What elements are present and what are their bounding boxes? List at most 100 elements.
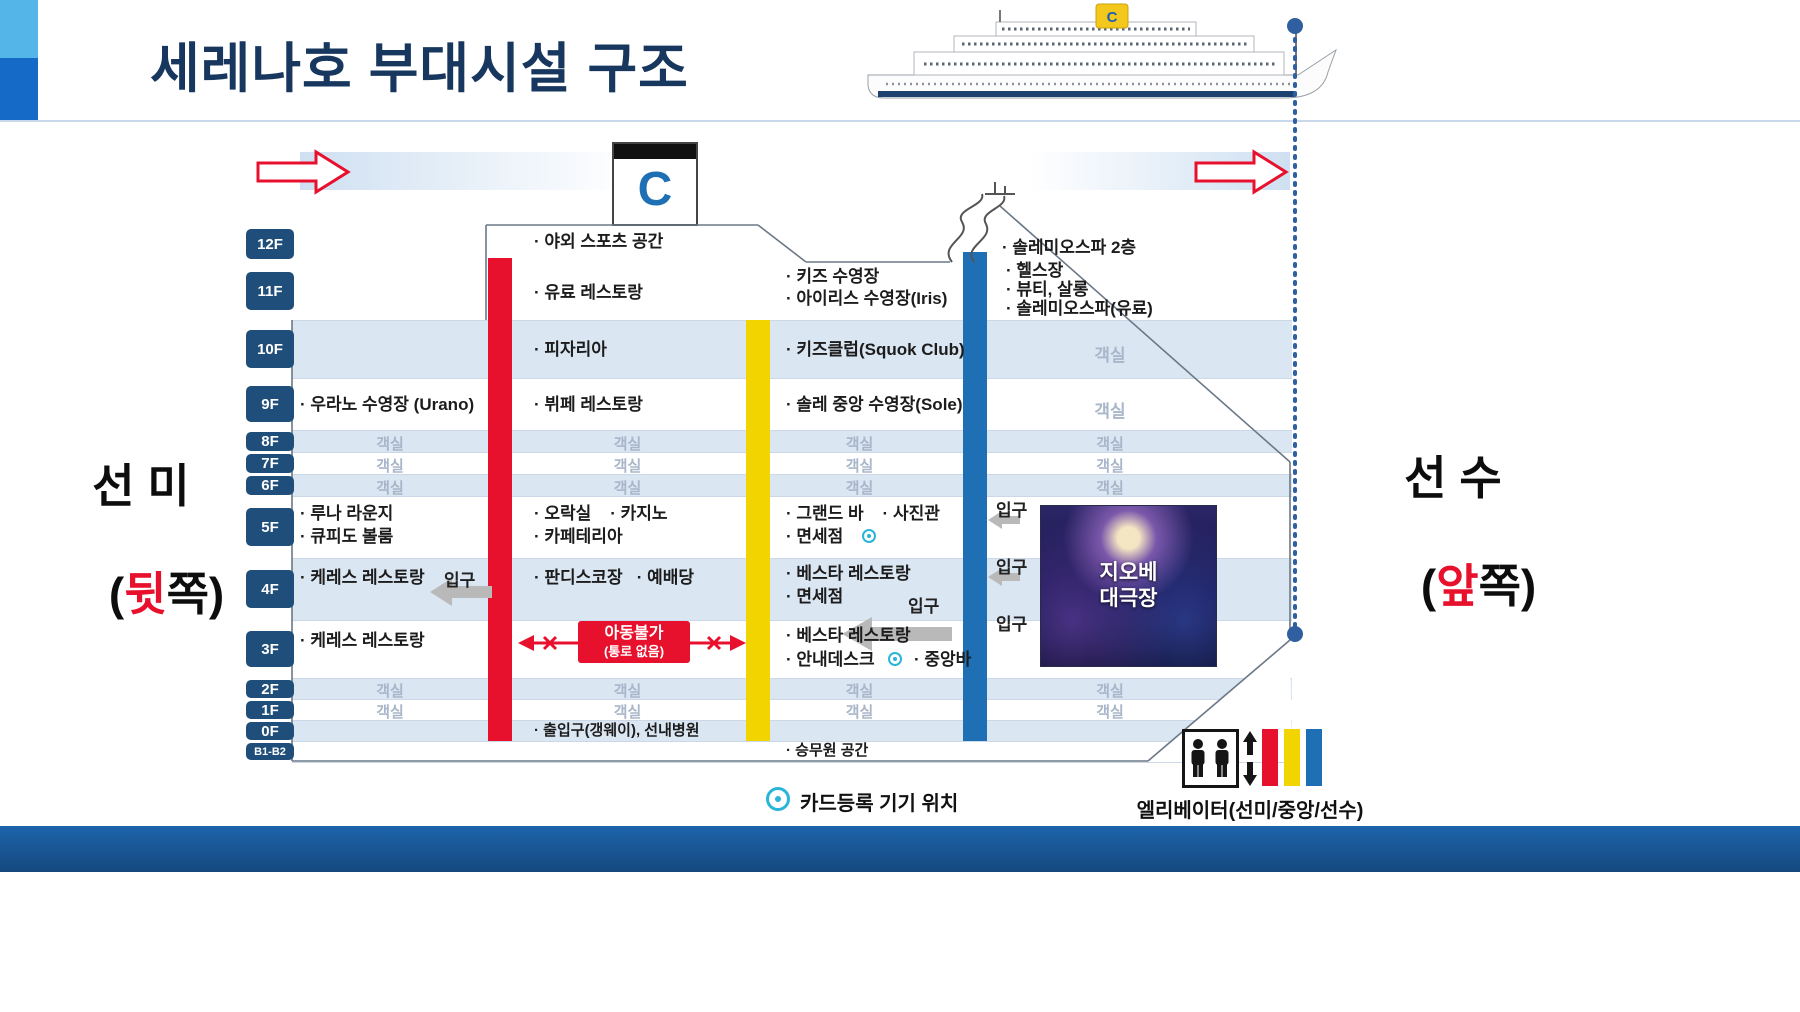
cell-11f-iris-pool: · 아이리스 수영장(Iris) <box>786 289 948 308</box>
entrance-label-4f-left: 입구 <box>444 571 476 590</box>
elevator-shaft-bow-blue <box>963 252 987 741</box>
cell-5f-cupido-ballroom: · 큐피도 볼룸 <box>300 527 394 546</box>
no-passage-badge: 아동불가 (통로 없음) <box>578 621 690 663</box>
cell-7f-cabin-d: 객실 <box>1096 458 1124 475</box>
legend-bar-red <box>1262 729 1278 786</box>
theater-photo: 지오베 대극장 <box>1040 505 1217 667</box>
ship-illustration: C <box>867 3 1337 99</box>
cell-3f-info-desk: · 안내데스크 <box>786 650 875 669</box>
cell-7f-cabin-b: 객실 <box>613 458 642 475</box>
cell-8f-cabin-b: 객실 <box>613 436 642 453</box>
floor-label-0f: 0F <box>246 722 294 740</box>
cell-b1-crew-area: · 승무원 공간 <box>786 742 869 759</box>
stern-label-title: 선 미 <box>92 460 190 512</box>
legend-card-text: 카드등록 기기 위치 <box>800 793 959 815</box>
floor-label-12f: 12F <box>246 229 294 259</box>
cell-0f-gangway-hospital: · 출입구(갱웨이), 선내병원 <box>534 722 700 739</box>
gradient-strip-right <box>1030 152 1290 190</box>
stern-paren-close: 쪽) <box>166 568 225 620</box>
cell-7f-cabin-a: 객실 <box>376 458 404 475</box>
floor-label-3f: 3F <box>246 631 294 667</box>
cell-12f-spa2: · 솔레미오스파 2층 <box>1002 238 1137 257</box>
bow-paren-close: 쪽) <box>1478 560 1537 612</box>
cell-4f-vesta-restaurant: · 베스타 레스토랑 <box>786 564 911 583</box>
no-passage-line1: 아동불가 <box>604 624 664 642</box>
cell-6f-cabin-a: 객실 <box>376 480 404 497</box>
header-divider <box>0 120 1800 122</box>
row-band-b1 <box>292 741 1292 763</box>
funnel-letter: C <box>637 163 673 216</box>
cell-4f-disco-chapel: · 판디스코장 · 예배당 <box>534 568 695 587</box>
funnel-cap <box>614 144 696 159</box>
cell-2f-cabin-d: 객실 <box>1096 683 1124 700</box>
floor-label-8f: 8F <box>246 432 294 451</box>
cell-10f-pizzeria: · 피자리아 <box>534 340 607 359</box>
cell-1f-cabin-a: 객실 <box>376 704 404 721</box>
row-band-6f <box>292 474 1292 497</box>
floor-label-10f: 10F <box>246 330 294 368</box>
cell-2f-cabin-a: 객실 <box>376 683 404 700</box>
theater-name-line2: 대극장 <box>1099 587 1158 610</box>
entrance-label-4f-right: 입구 <box>996 558 1028 577</box>
accent-square-light <box>0 0 38 58</box>
entrance-label-3f-mid: 입구 <box>908 597 940 616</box>
floor-label-6f: 6F <box>246 476 294 495</box>
gradient-strip-left <box>300 152 630 190</box>
accent-square-dark <box>0 58 38 120</box>
cell-10f-cabin-d: 객실 <box>1094 346 1126 365</box>
cell-7f-cabin-c: 객실 <box>845 458 874 475</box>
cell-11f-spa-paid: · 솔레미오스파(유료) <box>1006 299 1153 318</box>
card-reader-icon-5f <box>862 529 876 543</box>
row-band-2f <box>292 678 1292 700</box>
legend-elevator-text: 엘리베이터(선미/중앙/선수) <box>1136 800 1364 822</box>
cell-11f-beauty-salon: · 뷰티, 살롱 <box>1006 280 1089 299</box>
floor-label-9f: 9F <box>246 386 294 422</box>
cell-12f-outdoor-sports: · 야외 스포츠 공간 <box>534 232 664 251</box>
cell-9f-urano-pool: · 우라노 수영장 (Urano) <box>300 395 475 414</box>
cell-4f-dutyfree: · 면세점 <box>786 587 844 606</box>
card-reader-icon-3f <box>888 652 902 666</box>
cell-8f-cabin-c: 객실 <box>845 436 874 453</box>
cell-6f-cabin-b: 객실 <box>613 480 642 497</box>
theater-name-line1: 지오베 <box>1099 560 1158 584</box>
cell-8f-cabin-d: 객실 <box>1096 436 1124 453</box>
cell-8f-cabin-a: 객실 <box>376 436 404 453</box>
cell-11f-gym: · 헬스장 <box>1006 261 1064 280</box>
cell-9f-buffet: · 뷔페 레스토랑 <box>534 395 643 414</box>
bow-label-sub: (앞쪽) <box>1354 496 1552 670</box>
floor-label-5f: 5F <box>246 508 294 546</box>
cell-5f-cafeteria: · 카페테리아 <box>534 527 623 546</box>
floor-label-7f: 7F <box>246 454 294 473</box>
stern-paren-open: ( <box>108 568 125 620</box>
page-title: 세레나호 부대시설 구조 <box>150 39 689 99</box>
cell-1f-cabin-b: 객실 <box>613 704 642 721</box>
elevator-shaft-stern-red <box>488 258 512 741</box>
cell-3f-ceres-restaurant: · 케레스 레스토랑 <box>300 631 425 650</box>
entrance-label-5f-right: 입구 <box>996 501 1028 520</box>
legend-bar-blue <box>1306 729 1322 786</box>
floor-label-b1b2: B1-B2 <box>246 743 294 760</box>
ship-funnel-letter: C <box>1107 9 1118 26</box>
floor-label-4f: 4F <box>246 570 294 608</box>
cell-11f-paid-restaurant: · 유료 레스토랑 <box>534 283 643 302</box>
funnel: C <box>612 142 698 226</box>
cell-6f-cabin-c: 객실 <box>845 480 874 497</box>
cell-11f-kids-pool: · 키즈 수영장 <box>786 267 880 286</box>
card-reader-legend-icon <box>766 787 790 811</box>
cell-5f-dutyfree: · 면세점 <box>786 527 844 546</box>
cell-2f-cabin-b: 객실 <box>613 683 642 700</box>
footer-bar <box>0 826 1800 872</box>
row-band-0f <box>292 720 1292 742</box>
stern-red-char: 뒷 <box>124 568 167 620</box>
cell-3f-vesta-restaurant: · 베스타 레스토랑 <box>786 626 911 645</box>
bow-red-char: 앞 <box>1436 560 1479 612</box>
bow-label-title: 선 수 <box>1404 452 1502 504</box>
cell-5f-arcade-casino: · 오락실 · 카지노 <box>534 504 668 523</box>
floor-label-1f: 1F <box>246 701 294 719</box>
cell-9f-sole-pool: · 솔레 중앙 수영장(Sole) <box>786 395 963 414</box>
cell-5f-luna-lounge: · 루나 라운지 <box>300 504 394 523</box>
no-passage-line2: (통로 없음) <box>603 643 665 659</box>
bow-paren-open: ( <box>1420 560 1437 612</box>
floor-label-11f: 11F <box>246 272 294 310</box>
